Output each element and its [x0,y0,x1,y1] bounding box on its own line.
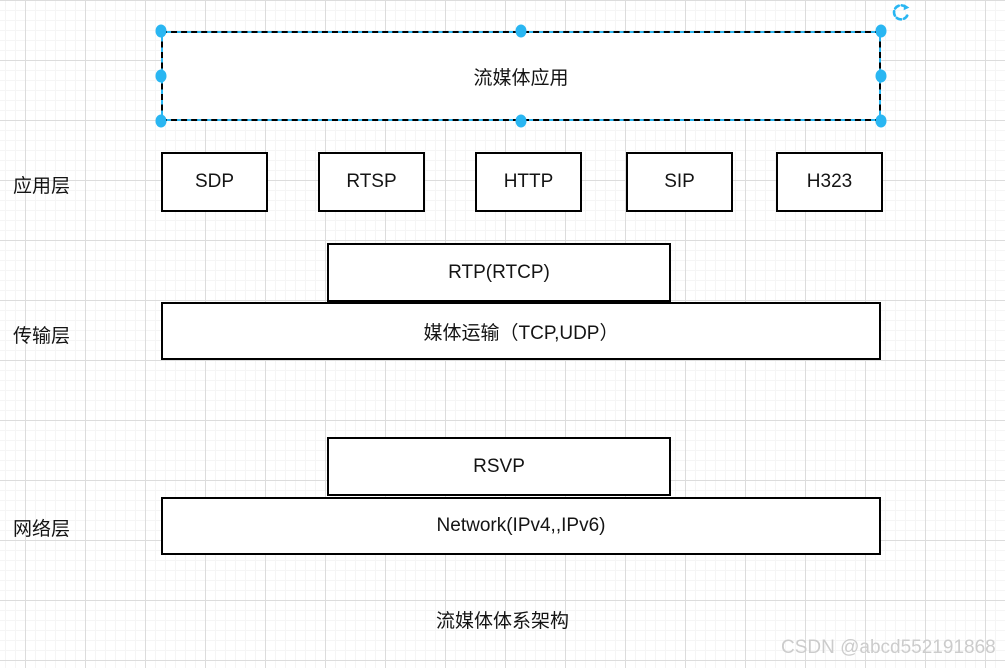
shape-rsvp[interactable]: RSVP [327,437,671,496]
diagram-title: 流媒体体系架构 [435,611,569,632]
layer-label-application: 应用层 [13,176,71,197]
shape-sip-label: SIP [664,171,695,192]
resize-handle-ne[interactable] [875,24,887,38]
shape-streaming-app-label: 流媒体应用 [473,67,569,89]
resize-handle-e[interactable] [875,69,887,83]
shape-rtsp-label: RTSP [346,171,397,192]
resize-handle-se[interactable] [875,114,887,128]
shape-http[interactable]: HTTP [475,152,582,212]
shape-h323[interactable]: H323 [776,152,883,212]
shape-sip[interactable]: SIP [626,152,733,212]
shape-rtp-rtcp-label: RTP(RTCP) [448,261,550,283]
resize-handle-sw[interactable] [155,114,167,128]
shape-media-transport[interactable]: 媒体运输（TCP,UDP） [161,302,881,360]
layer-label-transport: 传输层 [13,326,71,347]
layer-label-network: 网络层 [13,519,71,540]
shape-rtsp[interactable]: RTSP [318,152,425,212]
resize-handle-w[interactable] [155,69,167,83]
shape-h323-label: H323 [806,171,853,192]
rotate-icon[interactable] [892,4,910,22]
shape-network-ip-label: Network(IPv4,,IPv6) [436,515,606,536]
resize-handle-n[interactable] [515,24,527,38]
resize-handle-s[interactable] [515,114,527,128]
shape-network-ip[interactable]: Network(IPv4,,IPv6) [161,497,881,555]
shape-rsvp-label: RSVP [473,455,525,477]
shape-streaming-app[interactable]: 流媒体应用 [161,31,881,121]
shape-rtp-rtcp[interactable]: RTP(RTCP) [327,243,671,302]
watermark: CSDN @abcd552191868 [781,637,996,658]
shape-media-transport-label: 媒体运输（TCP,UDP） [423,322,619,344]
resize-handle-nw[interactable] [155,24,167,38]
shape-sdp-label: SDP [194,171,235,192]
shape-http-label: HTTP [503,171,554,192]
shape-sdp[interactable]: SDP [161,152,268,212]
